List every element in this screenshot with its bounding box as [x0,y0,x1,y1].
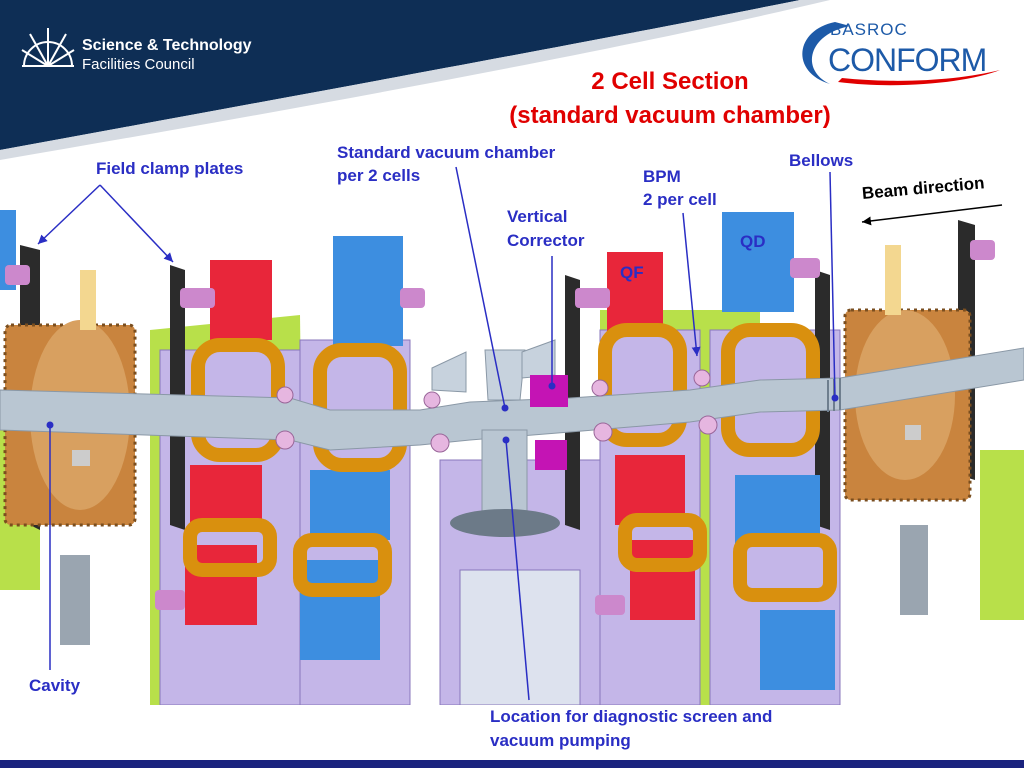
sunburst-icon [21,28,75,67]
page-title-line2: (standard vacuum chamber) [509,102,831,129]
beam-pipe [0,347,1024,451]
label-cavity: Cavity [29,676,81,695]
label-bellows: Bellows [789,151,854,170]
label-bpm-line2: 2 per cell [643,190,717,209]
stfc-logo: Science & Technology Facilities Council [18,22,258,82]
page-title-line1: 2 Cell Section [591,68,749,95]
label-diagnostic-line1: Location for diagnostic screen and [490,707,773,726]
label-vacuum-chamber-line2: per 2 cells [337,166,421,185]
conform-logo: BASROC CONFORM [790,12,1005,90]
org-name-line2: Facilities Council [82,56,195,73]
label-bpm-line1: BPM [643,167,681,186]
label-qd: QD [740,232,766,251]
swoosh-icon [802,22,1000,86]
bpm-buttons [275,369,718,453]
label-vertical-corrector-line1: Vertical [507,207,568,226]
partner-name-main: CONFORM [828,42,987,78]
label-qf: QF [620,263,644,282]
qf-magnets [185,252,695,625]
vertical-corrector [530,375,568,470]
support-legs [60,525,928,645]
footer-rule [0,760,1024,768]
org-name-line1: Science & Technology [82,37,252,54]
header-band [0,0,830,160]
label-diagnostic-line2: vacuum pumping [490,731,631,750]
label-field-clamp-plates: Field clamp plates [96,159,244,178]
lattice-rendering [0,210,1024,705]
label-vacuum-chamber-line1: Standard vacuum chamber [337,143,556,162]
pink-rods [5,240,995,615]
partner-name-top: BASROC [830,20,908,39]
label-vertical-corrector-line2: Corrector [507,231,585,250]
